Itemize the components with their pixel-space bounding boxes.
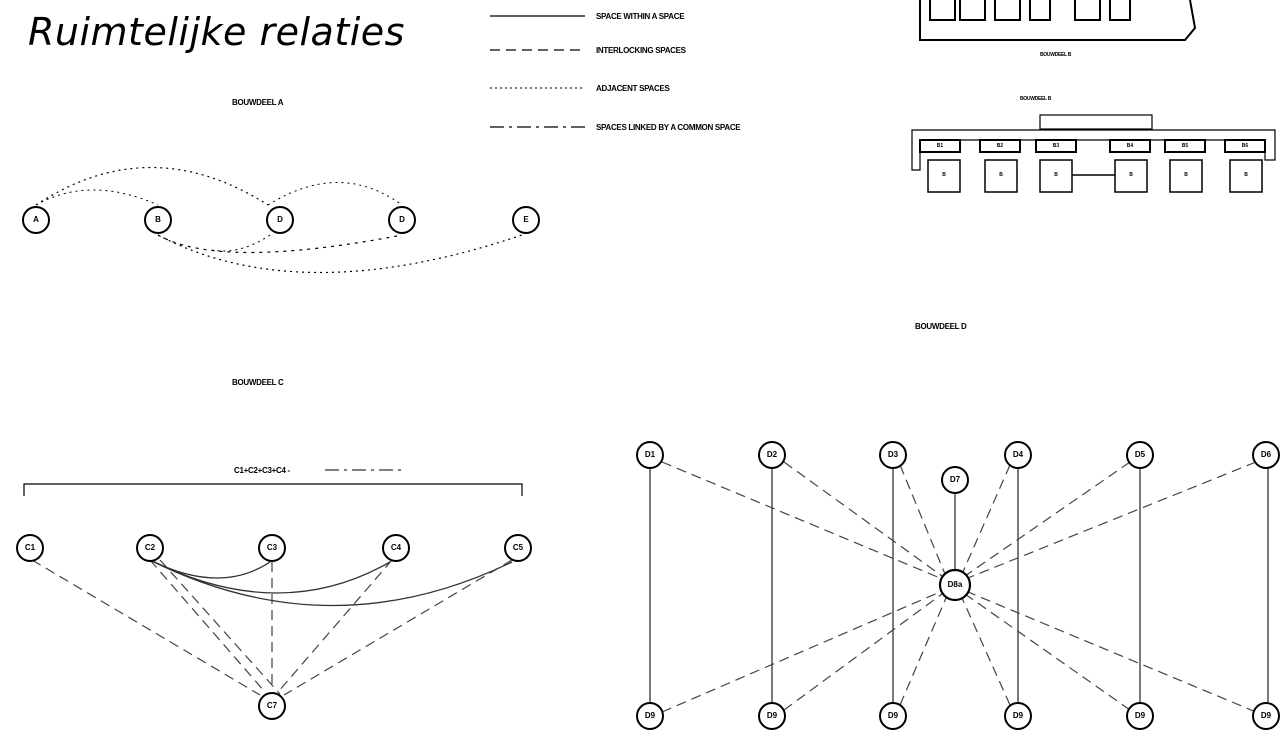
diagram-d-node bbox=[1126, 702, 1154, 730]
diagram-a-node bbox=[144, 206, 172, 234]
diagram-c-node-label: C5 bbox=[512, 543, 524, 552]
diagram-d-node-label: D4 bbox=[1012, 450, 1024, 459]
diagram-d-node-label: D9 bbox=[1260, 711, 1272, 720]
diagram-c-node-label: C1 bbox=[24, 543, 36, 552]
diagram-d-label: BOUWDEEL D bbox=[915, 322, 967, 331]
diagram-d-node-label: D9 bbox=[766, 711, 778, 720]
diagram-c-node-label: C4 bbox=[390, 543, 402, 552]
diagram-c-node bbox=[504, 534, 532, 562]
legend-label-0: SPACE WITHIN A SPACE bbox=[596, 12, 685, 21]
diagram-d-node-label: D5 bbox=[1134, 450, 1146, 459]
diagram-a-node bbox=[512, 206, 540, 234]
diagram-b-row-bottom-label: B bbox=[999, 172, 1003, 178]
diagram-d-node bbox=[1252, 441, 1280, 469]
diagram-d-mid-top-label: D7 bbox=[949, 475, 961, 484]
diagram-d-node-label: D9 bbox=[1012, 711, 1024, 720]
diagram-d-node bbox=[879, 441, 907, 469]
diagram-d-node bbox=[636, 441, 664, 469]
diagram-a-node-label: A bbox=[33, 215, 39, 224]
diagram-d-center-label: D8a bbox=[947, 580, 963, 589]
diagram-b-hub-label: BOUWDEEL B bbox=[1020, 96, 1052, 102]
diagram-b-sub-label: BOUWDEEL B bbox=[1040, 52, 1072, 58]
legend-label-2: ADJACENT SPACES bbox=[596, 84, 670, 93]
diagram-d-node-label: D9 bbox=[887, 711, 899, 720]
diagram-d-node-label: D2 bbox=[766, 450, 778, 459]
diagram-d-node bbox=[879, 702, 907, 730]
diagram-a-node-label: D bbox=[277, 215, 283, 224]
diagram-d-node bbox=[941, 466, 969, 494]
diagram-c-node bbox=[16, 534, 44, 562]
diagram-a-node-label: B bbox=[155, 215, 161, 224]
diagram-d-node bbox=[938, 568, 972, 602]
diagram-a-link bbox=[157, 234, 523, 274]
diagram-a-node-label: D bbox=[399, 215, 405, 224]
diagram-a-node-label: E bbox=[523, 215, 529, 224]
diagram-a-link bbox=[35, 189, 159, 206]
diagram-b-row-top-label: B3 bbox=[1052, 143, 1060, 149]
diagram-b-row-bottom-label: B bbox=[1054, 172, 1058, 178]
diagram-b-row-bottom-label: B bbox=[942, 172, 946, 178]
diagram-c-label: BOUWDEEL C bbox=[232, 378, 284, 387]
legend-label-3: SPACES LINKED BY A COMMON SPACE bbox=[596, 123, 741, 132]
diagram-d-node-label: D9 bbox=[1134, 711, 1146, 720]
slide-title: Ruimtelijke relaties bbox=[28, 10, 405, 54]
diagram-d-node bbox=[758, 441, 786, 469]
diagram-c-node bbox=[258, 534, 286, 562]
diagram-b-row-top-label: B5 bbox=[1181, 143, 1189, 149]
diagram-c-node-label: C3 bbox=[266, 543, 278, 552]
diagram-b-row-bottom-label: B bbox=[1244, 172, 1248, 178]
diagram-c-node bbox=[382, 534, 410, 562]
diagram-d-node-label: D1 bbox=[644, 450, 656, 459]
diagram-d-node bbox=[1004, 702, 1032, 730]
diagram-d-node-label: D9 bbox=[644, 711, 656, 720]
diagram-c-node bbox=[258, 692, 286, 720]
diagram-d-node bbox=[1004, 441, 1032, 469]
diagram-b-row-top-label: B2 bbox=[996, 143, 1004, 149]
diagram-c-bottom-label: C7 bbox=[266, 701, 278, 710]
diagram-c-node-label: C2 bbox=[144, 543, 156, 552]
diagram-b-row-top-label: B1 bbox=[936, 143, 944, 149]
diagram-d-node-label: D6 bbox=[1260, 450, 1272, 459]
diagram-a-link bbox=[157, 234, 403, 254]
diagram-d-node bbox=[758, 702, 786, 730]
diagram-a-link bbox=[267, 182, 403, 206]
diagram-a-node bbox=[22, 206, 50, 234]
diagram-b-row-top-label: B6 bbox=[1241, 143, 1249, 149]
diagram-b-row-bottom-label: B bbox=[1184, 172, 1188, 178]
diagram-c-bracket-label: C1+C2+C3+C4 - bbox=[234, 466, 290, 475]
diagram-d-node bbox=[1252, 702, 1280, 730]
diagram-a-label: BOUWDEEL A bbox=[232, 98, 284, 107]
diagram-d-node-label: D3 bbox=[887, 450, 899, 459]
diagram-c-node bbox=[136, 534, 164, 562]
diagram-a-node bbox=[388, 206, 416, 234]
diagram-d-node bbox=[636, 702, 664, 730]
legend-label-1: INTERLOCKING SPACES bbox=[596, 46, 686, 55]
diagram-b-row-bottom-label: B bbox=[1129, 172, 1133, 178]
diagram-b-row-top-label: B4 bbox=[1126, 143, 1134, 149]
diagram-a-node bbox=[266, 206, 294, 234]
diagram-d-node bbox=[1126, 441, 1154, 469]
